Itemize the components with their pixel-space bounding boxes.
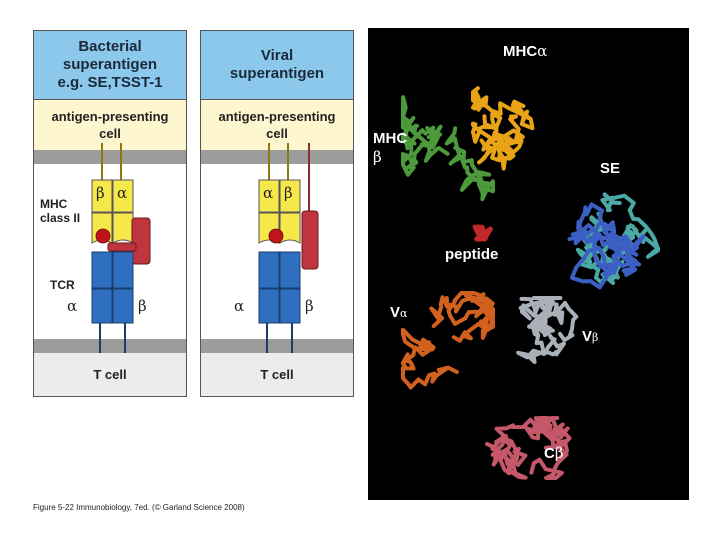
- bacterial-superantigen-panel: Bacterial superantigen e.g. SE,TSST-1 an…: [33, 30, 187, 397]
- backbone-segment: [524, 416, 569, 480]
- tcr-label: TCR: [50, 278, 75, 292]
- apc-region: antigen-presenting cell: [34, 100, 186, 150]
- figure-caption: Figure 5-22 Immunobiology, 7ed. (© Garla…: [33, 503, 245, 512]
- label-v-alpha: Vα: [390, 304, 408, 321]
- tcell-region: T cell: [201, 353, 353, 396]
- peptide-dot: [95, 228, 111, 244]
- tcr-alpha-v-domain: [258, 251, 280, 289]
- tcell-membrane: [201, 339, 353, 353]
- mhc-beta2-domain: [279, 179, 301, 213]
- superantigen-bridge: [107, 242, 137, 252]
- c-beta-trace: [485, 416, 572, 480]
- tcr-beta-c-domain: [112, 288, 134, 324]
- peptide-dot: [268, 228, 284, 244]
- tcr-beta-label: β: [138, 297, 147, 315]
- mhc-alpha-chain-label: α: [263, 184, 274, 202]
- v-alpha-trace: [401, 291, 495, 390]
- apc-label-line2: cell: [266, 126, 288, 141]
- bacterial-panel-header: Bacterial superantigen e.g. SE,TSST-1: [34, 31, 186, 100]
- backbone-segment: [429, 292, 495, 333]
- apc-label-line2: cell: [99, 126, 121, 141]
- tcr-alpha-label: α: [67, 297, 78, 315]
- mhc-alpha-trace: [471, 86, 535, 171]
- apc-region: antigen-presenting cell: [201, 100, 353, 150]
- viral-panel-header: Viral superantigen: [201, 31, 353, 100]
- tcr-beta-v-domain: [112, 251, 134, 289]
- mhc-label-line2: class II: [40, 211, 81, 225]
- viral-superantigen: [301, 210, 319, 270]
- tcr-alpha-c-domain: [91, 288, 113, 324]
- mhc-beta-trace: [401, 95, 495, 202]
- viral-title-line2: superantigen: [229, 65, 325, 82]
- mhc-alpha-chain-label: α: [117, 184, 128, 202]
- tcr-alpha-c-domain: [258, 288, 280, 324]
- tcell-label: T cell: [260, 367, 294, 382]
- tcr-beta-label: β: [305, 297, 314, 315]
- label-mhc-alpha: MHCα: [503, 42, 548, 60]
- backbone-segment: [607, 234, 646, 277]
- backbone-segment: [446, 291, 495, 343]
- backbone-segment: [485, 435, 528, 480]
- mhc-beta2-domain: [91, 179, 113, 213]
- backbone-segment: [527, 296, 579, 343]
- label-c-beta: Cβ: [544, 444, 564, 462]
- se-blue-trace: [567, 202, 646, 290]
- v-beta-trace: [516, 296, 579, 364]
- tcr-beta-c-domain: [279, 288, 301, 324]
- bacterial-title-line3: e.g. SE,TSST-1: [57, 74, 163, 91]
- bacterial-title-line1: Bacterial: [78, 38, 142, 55]
- backbone-segment: [401, 327, 459, 390]
- mhc-beta-chain-label: β: [96, 184, 105, 202]
- backbone-segment: [471, 86, 535, 131]
- backbone-segment: [570, 220, 620, 290]
- apc-membrane: [201, 150, 353, 164]
- mhc-beta1-domain: [279, 212, 301, 244]
- apc-label-line1: antigen-presenting: [218, 109, 336, 124]
- tcell-membrane: [34, 339, 186, 353]
- backbone-segment: [600, 192, 660, 259]
- label-v-beta: Vβ: [582, 328, 599, 345]
- structure-traces: [401, 86, 660, 480]
- backbone-segment: [401, 95, 443, 177]
- apc-label-line1: antigen-presenting: [51, 109, 169, 124]
- tcell-label: T cell: [93, 367, 127, 382]
- bacterial-superantigen: [131, 217, 151, 265]
- bacterial-title-line2: superantigen: [62, 56, 158, 73]
- tcell-region: T cell: [34, 353, 186, 396]
- tcr-alpha-v-domain: [91, 251, 113, 289]
- label-peptide: peptide: [445, 246, 499, 263]
- peptide-trace: [472, 224, 493, 242]
- viral-title-line1: Viral: [260, 47, 294, 64]
- mhc-beta-chain-label: β: [284, 184, 293, 202]
- bacterial-molecule-diagram: [91, 143, 151, 353]
- mhc-label-line1: MHC: [40, 197, 68, 211]
- viral-superantigen-panel: Viral superantigen antigen-presenting ce…: [200, 30, 354, 397]
- backbone-segment: [471, 112, 524, 165]
- backbone-segment: [444, 126, 495, 202]
- viral-molecule-diagram: [258, 143, 319, 353]
- backbone-segment: [516, 314, 566, 364]
- mhc-alpha2-domain: [112, 179, 134, 213]
- tcr-alpha-label: α: [234, 297, 245, 315]
- backbone-segment: [472, 224, 489, 242]
- mhc-class-ii-label: MHC class II: [40, 197, 80, 225]
- label-se: SE: [600, 160, 621, 177]
- tcr-beta-v-domain: [279, 251, 301, 289]
- mhc-alpha1-domain: [112, 212, 134, 244]
- mhc-alpha2-domain: [258, 179, 280, 213]
- apc-membrane: [34, 150, 186, 164]
